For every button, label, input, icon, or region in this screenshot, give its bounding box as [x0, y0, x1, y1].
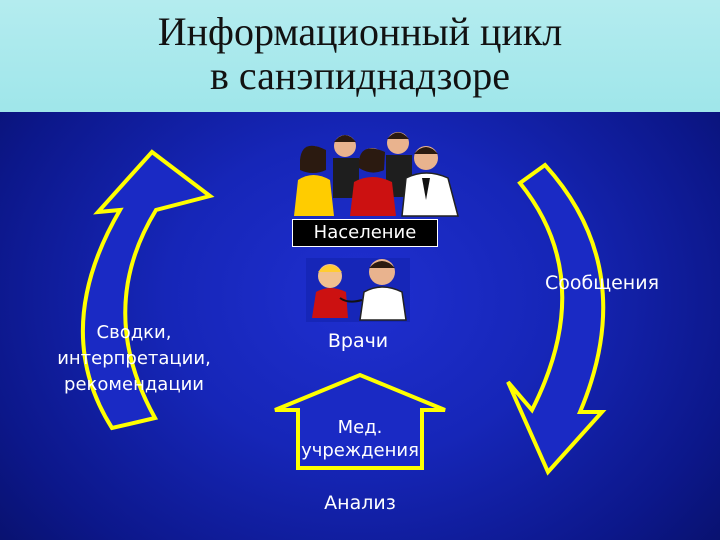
population-label: Население	[292, 219, 438, 247]
slide-title: Информационный цикл в санэпиднадзоре	[0, 10, 720, 98]
medical-institutions-line-2: учреждения	[301, 440, 419, 461]
summaries-line-3: рекомендации	[64, 374, 204, 395]
title-line-2: в санэпиднадзоре	[210, 53, 510, 98]
title-bar	[0, 0, 720, 112]
summaries-label: Сводки, интерпретации, рекомендации	[30, 320, 238, 398]
doctors-label: Врачи	[327, 330, 389, 352]
summaries-line-1: Сводки,	[96, 322, 172, 343]
doctor-and-child-clipart	[306, 258, 410, 322]
messages-label: Сообщения	[544, 272, 660, 294]
right-cycle-arrow	[506, 162, 607, 476]
upward-block-arrow	[274, 372, 446, 470]
title-line-1: Информационный цикл	[157, 9, 563, 54]
people-group-clipart	[294, 132, 459, 217]
summaries-line-2: интерпретации,	[57, 348, 211, 369]
left-cycle-arrow	[81, 149, 215, 431]
analysis-label: Анализ	[324, 492, 396, 514]
medical-institutions-line-1: Мед.	[337, 417, 383, 438]
medical-institutions-label: Мед. учреждения	[288, 416, 432, 462]
